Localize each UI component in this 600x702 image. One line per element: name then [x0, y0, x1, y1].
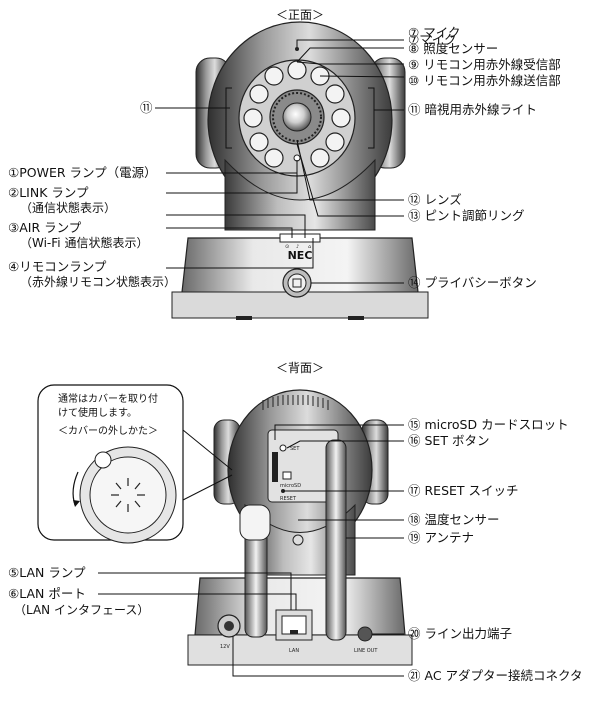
inset-note-2: けて使用します。 — [58, 406, 137, 419]
callout-7-text: ⑦ マイク — [408, 25, 460, 40]
callout-4-text: ④リモコンランプ — [8, 259, 107, 274]
front-leader-lines — [155, 39, 405, 284]
callout-6-sub: （LAN インタフェース） — [14, 603, 149, 617]
callout-16-text: ⑯ SET ボタン — [408, 433, 489, 448]
callout-1-text: ①POWER ランプ（電源） — [8, 165, 157, 180]
callout-12-text: ⑫ レンズ — [408, 192, 462, 207]
callout-13-text: ⑬ ピント調節リング — [408, 208, 525, 223]
front-camera-illustration: ⊙ ♪ ⌂ NEC — [171, 21, 429, 320]
callout-2-sub: （通信状態表示） — [20, 200, 116, 215]
set-label: SET — [290, 446, 300, 452]
callout-20-text: ⑳ ライン出力端子 — [408, 626, 512, 641]
callout-9-text: ⑨ リモコン用赤外線受信部 — [408, 57, 561, 72]
callout-18-text: ⑱ 温度センサー — [408, 512, 500, 527]
inset-note-1: 通常はカバーを取り付 — [58, 392, 158, 405]
svg-text:⊙: ⊙ — [285, 244, 289, 250]
svg-text:⌂: ⌂ — [308, 244, 311, 250]
svg-text:♪: ♪ — [296, 244, 299, 250]
back-view-title: ＜背面＞ — [276, 361, 324, 375]
microsd-label: microSD — [280, 483, 301, 489]
callout-3-text: ③AIR ランプ — [8, 220, 82, 235]
front-view-title: ＜正面＞ — [276, 8, 324, 22]
lineout-label: LINE OUT — [354, 648, 378, 654]
callout-21-text: ㉑ AC アダプター接続コネクタ — [408, 668, 583, 683]
nec-logo: NEC — [288, 249, 313, 262]
back-camera-illustration: SET microSD RESET LAN 12V LINE OUT — [187, 389, 413, 666]
callout-10-text: ⑩ リモコン用赤外線送信部 — [408, 73, 561, 88]
callout-11-left: ⑪ — [140, 100, 153, 115]
callout-17-text: ⑰ RESET スイッチ — [408, 483, 519, 498]
callout-15-text: ⑮ microSD カードスロット — [408, 417, 569, 432]
callout-19-text: ⑲ アンテナ — [408, 530, 474, 545]
callout-4-sub: （赤外線リモコン状態表示） — [20, 274, 176, 289]
callout-2-text: ②LINK ランプ — [8, 185, 89, 200]
lan-label: LAN — [289, 648, 299, 654]
callout-6-text: ⑥LAN ポート — [8, 586, 86, 601]
inset-note-3: ＜カバーの外しかた＞ — [58, 425, 158, 437]
callout-11-text: ⑪ 暗視用赤外線ライト — [408, 102, 537, 117]
callout-14-text: ⑭ プライバシーボタン — [408, 275, 537, 290]
back-leader-lines — [98, 424, 404, 677]
dc-label: 12V — [220, 644, 230, 650]
callout-5-text: ⑤LAN ランプ — [8, 565, 86, 580]
callout-3-sub: （Wi-Fi 通信状態表示） — [20, 235, 148, 250]
cover-removal-inset — [37, 384, 233, 544]
callout-8-text: ⑧ 照度センサー — [408, 41, 498, 56]
callout-7: ⑦マイク — [408, 32, 456, 47]
front-right-labels: ⑦マイク — [408, 32, 456, 47]
reset-label: RESET — [280, 496, 297, 502]
